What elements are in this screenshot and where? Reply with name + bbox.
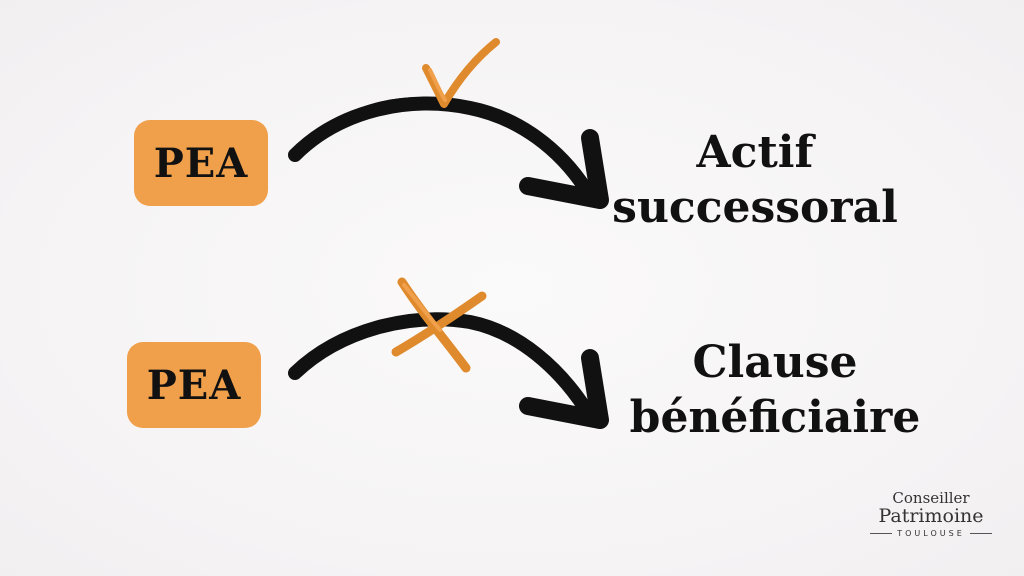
target-label-line: successoral xyxy=(612,182,898,233)
brand-logo: Conseiller Patrimoine TOULOUSE xyxy=(866,490,996,538)
target-label-line: Actif xyxy=(696,127,814,178)
target-label-line: Clause xyxy=(692,337,858,388)
pea-badge-bottom: PEA xyxy=(127,342,261,428)
arrow-top xyxy=(288,96,609,209)
logo-line-1: Conseiller xyxy=(892,489,970,507)
cross-mark-icon xyxy=(391,277,487,373)
target-label-clause-beneficiaire: Clause bénéficiaire xyxy=(620,335,930,445)
logo-line-2: Patrimoine xyxy=(878,505,984,527)
logo-rule-right xyxy=(969,533,992,534)
target-label-actif-successoral: Actif successoral xyxy=(605,125,905,235)
check-mark-icon xyxy=(422,38,500,108)
target-label-line: bénéficiaire xyxy=(629,392,921,443)
arrow-bottom xyxy=(288,312,609,429)
logo-tagline-row: TOULOUSE xyxy=(866,529,996,538)
logo-line-3: TOULOUSE xyxy=(897,529,965,538)
pea-badge-top: PEA xyxy=(134,120,268,206)
logo-rule-left xyxy=(870,533,893,534)
